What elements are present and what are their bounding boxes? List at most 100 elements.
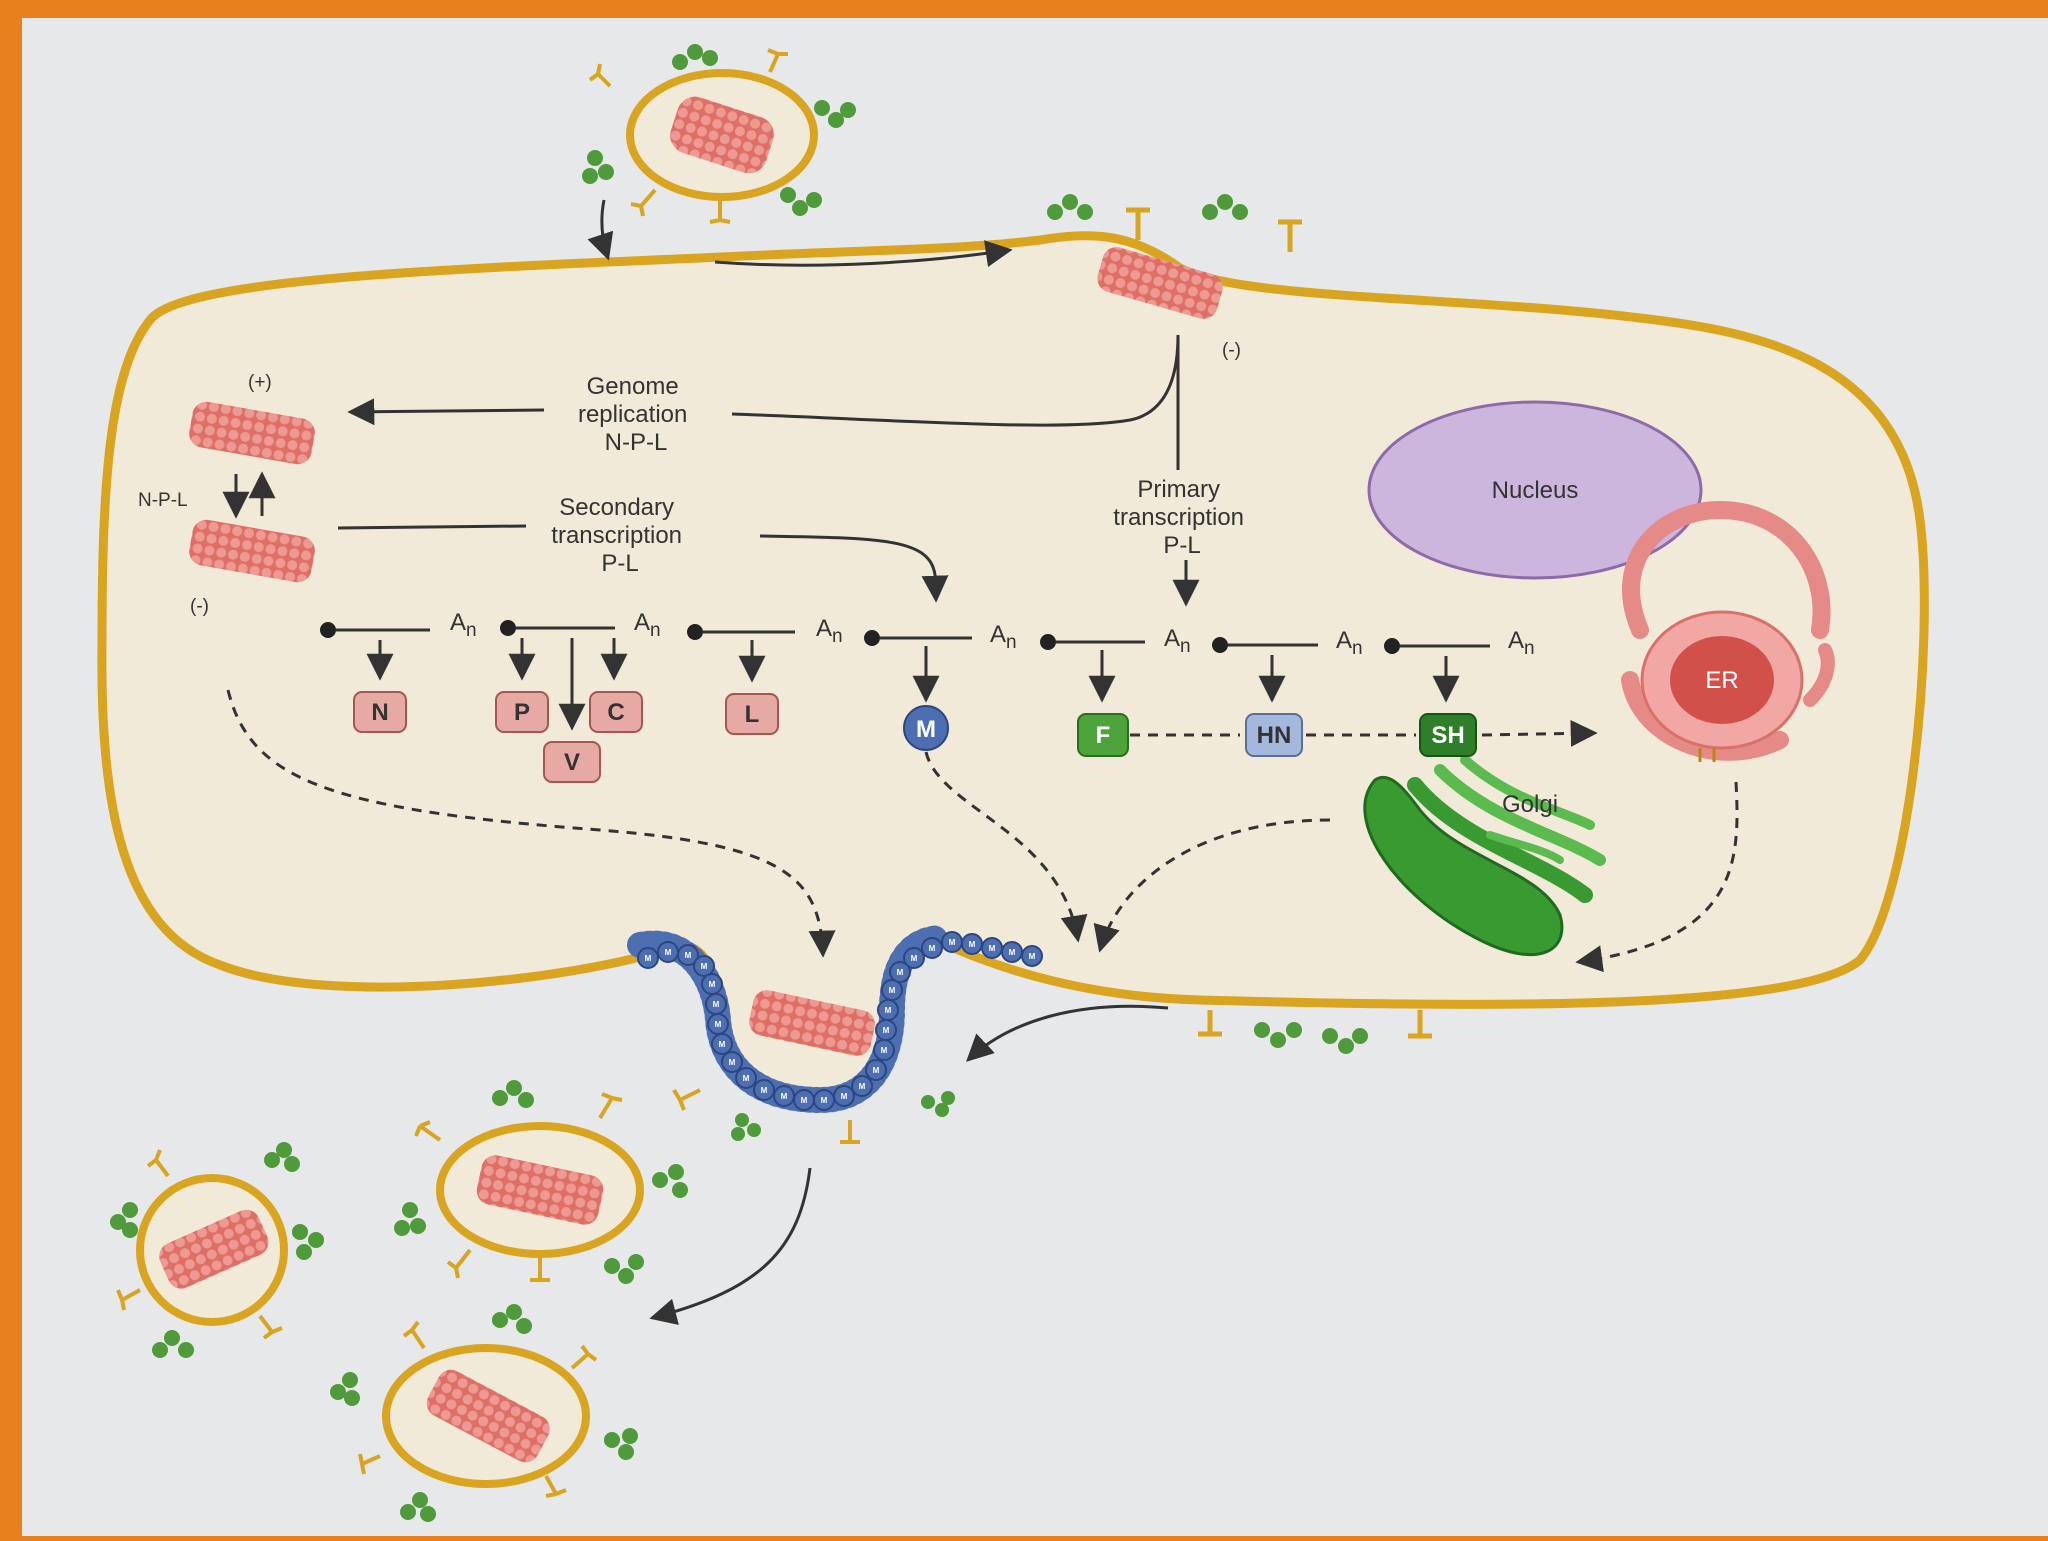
matrix-protein-bead: M: [873, 1039, 895, 1061]
gene-C-box: C: [589, 691, 643, 733]
svg-text:P: P: [514, 699, 530, 726]
trafficking-paths: [226, 689, 1739, 973]
entry-arrow-down: [587, 199, 614, 261]
svg-text:M: M: [781, 1092, 788, 1101]
svg-text:M: M: [897, 968, 904, 977]
svg-text:M: M: [1029, 952, 1036, 961]
svg-text:F: F: [1096, 722, 1111, 749]
matrix-protein-bead: M: [833, 1085, 855, 1107]
nucleus: [1367, 400, 1703, 580]
svg-text:L: L: [745, 701, 760, 728]
matrix-protein-bead: M: [735, 1067, 757, 1089]
golgi-apparatus: [1363, 755, 1606, 957]
svg-text:M: M: [801, 1096, 808, 1105]
matrix-protein-bead: M: [693, 955, 715, 977]
incoming-virion: [582, 44, 856, 224]
matrix-protein-bead: M: [877, 999, 899, 1021]
svg-text:C: C: [607, 699, 624, 726]
gene-F-box: F: [1077, 713, 1129, 757]
genome-replication-label: Genome replication N-P-L: [578, 373, 694, 456]
secondary-transcription-label: Secondary transcription P-L: [551, 494, 688, 577]
poly-a-tail: An: [990, 621, 1017, 653]
svg-text:M: M: [885, 1006, 892, 1015]
mrna-3: [687, 624, 795, 640]
matrix-protein-bead: M: [701, 973, 723, 995]
polarity-minus-top: (-): [1222, 340, 1241, 361]
nucleocapsid-minus: [189, 519, 315, 583]
matrix-protein-bead: M: [889, 961, 911, 983]
svg-text:M: M: [949, 938, 956, 947]
mrna-5: [1040, 634, 1145, 650]
primary-transcription-label: Primary transcription P-L: [1113, 476, 1250, 559]
matrix-protein-bead: M: [721, 1051, 743, 1073]
svg-text:M: M: [729, 1058, 736, 1067]
released-virion: [394, 1080, 688, 1284]
matrix-protein-bead: M: [707, 1013, 729, 1035]
svg-text:M: M: [665, 948, 672, 957]
golgi-label: Golgi: [1502, 791, 1558, 818]
gene-L-box: L: [725, 693, 779, 735]
release-arrow-1: [966, 1004, 1169, 1062]
polarity-minus-left: (-): [190, 596, 209, 617]
poly-a-tails: An An An An An An An: [450, 609, 1535, 659]
mrna-1: [320, 622, 430, 638]
svg-text:M: M: [859, 1082, 866, 1091]
release-arrow-2: [649, 1167, 812, 1325]
poly-a-tail: An: [634, 609, 661, 641]
svg-text:HN: HN: [1257, 722, 1292, 749]
surface-spikes-top: [1047, 194, 1302, 252]
svg-text:M: M: [841, 1092, 848, 1101]
matrix-protein-bead: M: [657, 941, 679, 963]
matrix-protein-bead: M: [981, 937, 1003, 959]
secondary-transcription-arrow: [759, 534, 949, 603]
poly-a-tail: An: [1336, 627, 1363, 659]
gene-N-box: N: [353, 691, 407, 733]
gene-SH-box: SH: [1419, 713, 1477, 757]
svg-text:M: M: [715, 1020, 722, 1029]
entry-arrow-right: [714, 240, 1013, 267]
nucleocapsid-plus: [189, 401, 315, 465]
matrix-protein-bead: M: [961, 933, 983, 955]
endoplasmic-reticulum: [1621, 500, 1835, 762]
mrna-6: [1212, 637, 1318, 653]
matrix-protein-bead: M: [793, 1089, 815, 1111]
svg-text:M: M: [821, 1096, 828, 1105]
gene-P-box: P: [495, 691, 549, 733]
gene-M-circle: M: [903, 705, 949, 751]
translation-arrows: [366, 638, 1460, 731]
mrna-2: [500, 620, 615, 636]
svg-text:M: M: [889, 986, 896, 995]
npl-side-label: N-P-L: [138, 490, 188, 511]
svg-text:M: M: [645, 954, 652, 963]
replication-line: [731, 334, 1180, 427]
mrna-4: [864, 630, 972, 646]
svg-text:M: M: [969, 940, 976, 949]
surface-spikes-bottom: [1198, 1010, 1432, 1054]
svg-text:M: M: [685, 951, 692, 960]
released-virion: [110, 1142, 324, 1358]
svg-text:M: M: [883, 1026, 890, 1035]
polarity-plus: (+): [248, 372, 272, 393]
svg-text:M: M: [911, 954, 918, 963]
svg-text:M: M: [881, 1046, 888, 1055]
svg-text:M: M: [873, 1066, 880, 1075]
svg-text:M: M: [761, 1086, 768, 1095]
svg-text:M: M: [709, 980, 716, 989]
svg-text:M: M: [989, 944, 996, 953]
mrna-7: [1384, 638, 1490, 654]
matrix-protein-bead: M: [677, 944, 699, 966]
svg-text:M: M: [929, 944, 936, 953]
svg-text:M: M: [916, 716, 936, 743]
svg-text:M: M: [701, 962, 708, 971]
matrix-protein-bead: M: [711, 1033, 733, 1055]
matrix-protein-bead: M: [1021, 945, 1043, 967]
matrix-protein-bead: M: [881, 979, 903, 1001]
matrix-protein-bead: M: [875, 1019, 897, 1041]
matrix-protein-bead: M: [921, 937, 943, 959]
mrna-row: [320, 620, 1490, 654]
matrix-protein-bead: M: [753, 1079, 775, 1101]
svg-text:M: M: [719, 1040, 726, 1049]
